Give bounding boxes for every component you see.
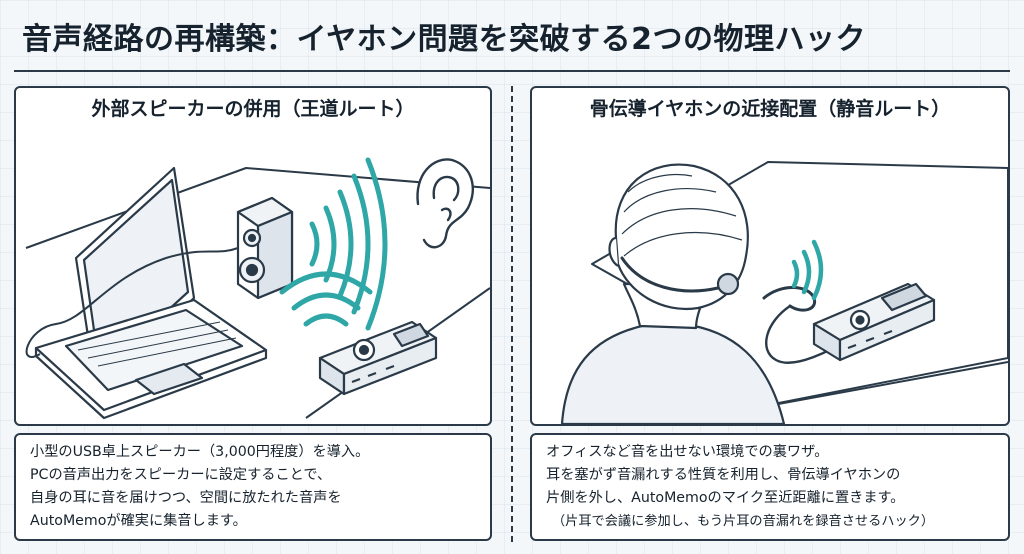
left-description-line: AutoMemoが確実に集音します。 (30, 513, 247, 529)
sound-waves-icon (309, 157, 388, 331)
left-description-line: 小型のUSB卓上スピーカー（3,000円程度）を導入。 (30, 444, 370, 460)
speaker-icon (236, 196, 294, 300)
sound-waves-icon (279, 271, 373, 327)
usb-cable (25, 247, 239, 358)
right-description-box: オフィスなど音を出せない環境での裏ワザ。 耳を塞がず音漏れする性質を利用し、骨伝… (530, 433, 1010, 541)
recorder-icon (318, 320, 438, 396)
person-icon (560, 163, 786, 424)
page-title: 音声経路の再構築：イヤホン問題を突破する2つの物理ハック (22, 22, 866, 57)
left-description-box: 小型のUSB卓上スピーカー（3,000円程度）を導入。 PCの音声出力をスピーカ… (14, 433, 492, 541)
right-description-line: 耳を塞がず音漏れする性質を利用し、骨伝導イヤホンの (546, 467, 901, 483)
ear-icon (416, 158, 474, 249)
right-illustration (560, 161, 1008, 424)
left-panel-heading: 外部スピーカーの併用（王道ルート） (91, 98, 415, 120)
left-description-line: 自身の耳に音を届けつつ、空間に放たれた音声を (30, 490, 342, 506)
right-description-line: （片耳で会議に参加し、もう片耳の音漏れを録音させるハック） (552, 514, 935, 529)
right-panel-heading: 骨伝導イヤホンの近接配置（静音ルート） (589, 98, 951, 120)
right-description-line: 片側を外し、AutoMemoのマイク至近距離に置きます。 (546, 490, 905, 506)
laptop-icon (34, 166, 268, 420)
column-divider (511, 86, 513, 542)
title-divider (14, 70, 1010, 72)
recorder-icon (812, 282, 936, 362)
left-illustration (25, 157, 490, 420)
right-illustration-panel: 骨伝導イヤホンの近接配置（静音ルート） (530, 86, 1010, 426)
right-description-line: オフィスなど音を出せない環境での裏ワザ。 (546, 444, 829, 460)
left-description-line: PCの音声出力をスピーカーに設定することで、 (30, 467, 332, 483)
sound-waves-icon (791, 239, 824, 301)
left-illustration-panel: 外部スピーカーの併用（王道ルート） (14, 86, 492, 426)
